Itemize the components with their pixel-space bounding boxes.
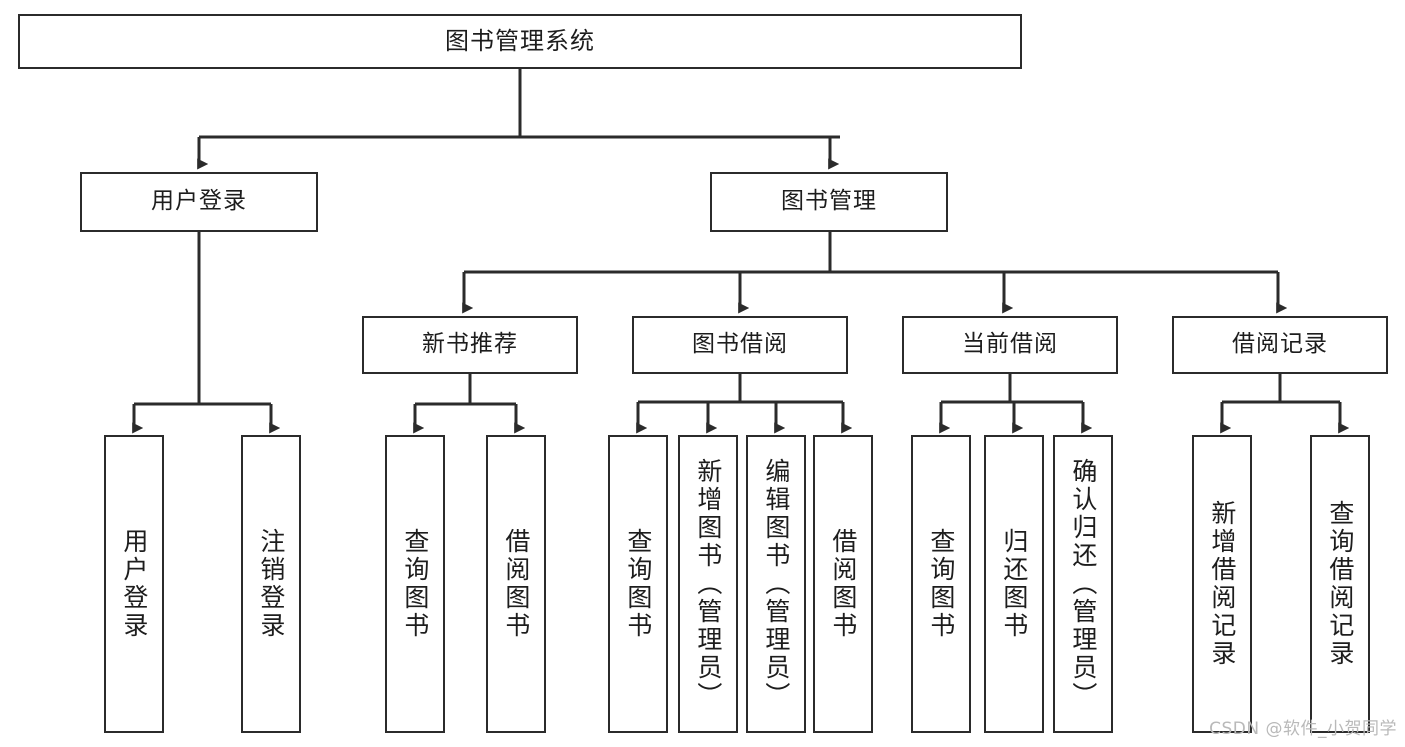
node-leaf-user-login-label: 用户登录 bbox=[119, 528, 149, 640]
node-current-borrow[interactable]: 当前借阅 bbox=[902, 316, 1118, 374]
node-borrow-record[interactable]: 借阅记录 bbox=[1172, 316, 1388, 374]
node-leaf-add-book[interactable]: 新增图书（管理员） bbox=[678, 435, 738, 733]
node-leaf-query-record-label: 查询借阅记录 bbox=[1325, 500, 1355, 668]
node-book-management-label: 图书管理 bbox=[781, 188, 877, 215]
node-leaf-logout-label: 注销登录 bbox=[256, 528, 286, 640]
node-leaf-return-book[interactable]: 归还图书 bbox=[984, 435, 1044, 733]
watermark-text: CSDN @软件_小贺同学 bbox=[1209, 719, 1397, 739]
node-leaf-return-book-label: 归还图书 bbox=[999, 528, 1029, 640]
node-leaf-borrow-book-b[interactable]: 借阅图书 bbox=[813, 435, 873, 733]
node-root-label: 图书管理系统 bbox=[445, 27, 595, 56]
node-leaf-borrow-book-b-label: 借阅图书 bbox=[828, 528, 858, 640]
node-user-login[interactable]: 用户登录 bbox=[80, 172, 318, 232]
node-book-borrow[interactable]: 图书借阅 bbox=[632, 316, 848, 374]
node-leaf-borrow-book-a[interactable]: 借阅图书 bbox=[486, 435, 546, 733]
node-leaf-add-record-label: 新增借阅记录 bbox=[1207, 500, 1237, 668]
node-user-login-label: 用户登录 bbox=[151, 188, 247, 215]
node-leaf-query-record[interactable]: 查询借阅记录 bbox=[1310, 435, 1370, 733]
node-new-book-recommend[interactable]: 新书推荐 bbox=[362, 316, 578, 374]
node-book-borrow-label: 图书借阅 bbox=[692, 331, 788, 358]
node-book-management[interactable]: 图书管理 bbox=[710, 172, 948, 232]
node-leaf-query-book-a[interactable]: 查询图书 bbox=[385, 435, 445, 733]
node-leaf-edit-book[interactable]: 编辑图书（管理员） bbox=[746, 435, 806, 733]
node-leaf-query-book-b[interactable]: 查询图书 bbox=[608, 435, 668, 733]
node-new-book-recommend-label: 新书推荐 bbox=[422, 331, 518, 358]
node-leaf-query-book-c[interactable]: 查询图书 bbox=[911, 435, 971, 733]
node-leaf-edit-book-label: 编辑图书（管理员） bbox=[761, 458, 791, 710]
node-root[interactable]: 图书管理系统 bbox=[18, 14, 1022, 69]
node-current-borrow-label: 当前借阅 bbox=[962, 331, 1058, 358]
node-leaf-query-book-b-label: 查询图书 bbox=[623, 528, 653, 640]
node-leaf-borrow-book-a-label: 借阅图书 bbox=[501, 528, 531, 640]
node-leaf-add-book-label: 新增图书（管理员） bbox=[693, 458, 723, 710]
node-borrow-record-label: 借阅记录 bbox=[1232, 331, 1328, 358]
node-leaf-add-record[interactable]: 新增借阅记录 bbox=[1192, 435, 1252, 733]
node-leaf-user-login[interactable]: 用户登录 bbox=[104, 435, 164, 733]
node-leaf-query-book-c-label: 查询图书 bbox=[926, 528, 956, 640]
node-leaf-logout[interactable]: 注销登录 bbox=[241, 435, 301, 733]
node-leaf-query-book-a-label: 查询图书 bbox=[400, 528, 430, 640]
node-leaf-confirm-return-label: 确认归还（管理员） bbox=[1068, 458, 1098, 710]
node-leaf-confirm-return[interactable]: 确认归还（管理员） bbox=[1053, 435, 1113, 733]
